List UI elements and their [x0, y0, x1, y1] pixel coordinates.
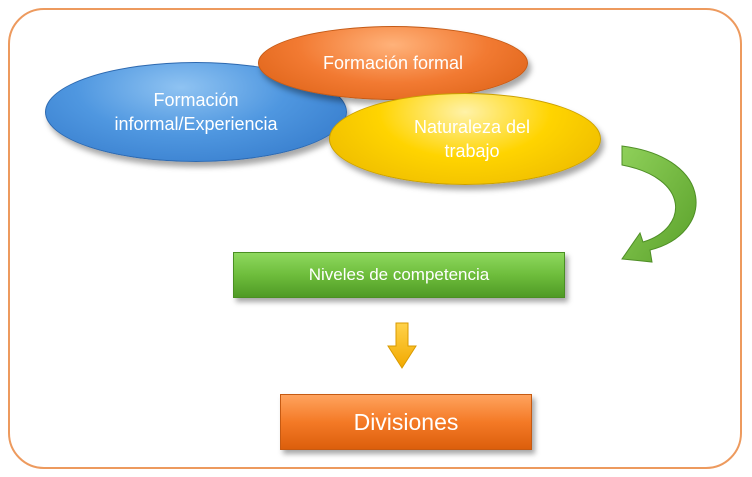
- diagram-frame: [8, 8, 742, 469]
- node-formal-training-label: Formación formal: [322, 53, 464, 73]
- down-arrow-icon: [387, 322, 417, 369]
- node-competency-levels: Niveles de competencia: [233, 252, 565, 298]
- curved-arrow-icon: [621, 145, 697, 263]
- node-informal-training-label: Formación informal/Experiencia: [114, 90, 278, 134]
- node-formal-training: Formación formal: [258, 26, 528, 100]
- node-work-nature-label: Naturaleza del trabajo: [413, 117, 531, 161]
- node-divisions: Divisiones: [280, 394, 532, 450]
- node-divisions-label: Divisiones: [353, 408, 459, 435]
- node-competency-levels-label: Niveles de competencia: [308, 265, 490, 284]
- node-work-nature: Naturaleza del trabajo: [329, 93, 601, 185]
